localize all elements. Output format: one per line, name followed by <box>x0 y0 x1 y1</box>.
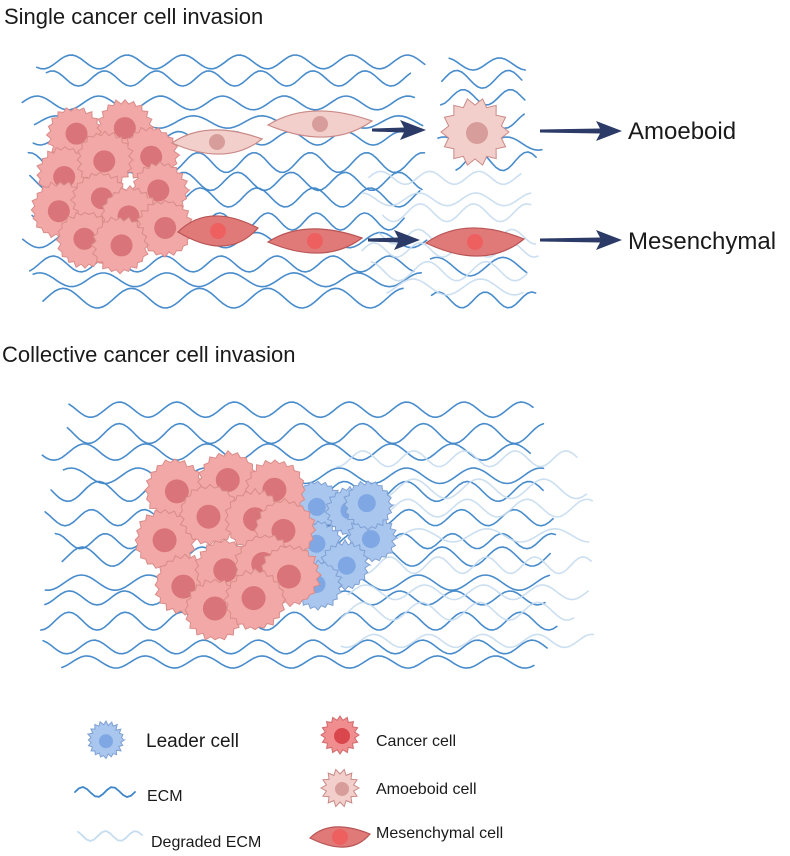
legend-mesenchymal-cell-icon <box>308 826 371 848</box>
ecm-fiber <box>45 70 412 87</box>
cell-nucleus <box>73 227 96 250</box>
cell-nucleus <box>210 223 226 239</box>
cell-nucleus <box>241 586 266 611</box>
cell-nucleus <box>276 564 301 589</box>
cancer-cell <box>178 483 242 547</box>
cell-nucleus <box>93 150 116 173</box>
arrow <box>540 121 622 141</box>
ecm-fiber <box>340 601 575 622</box>
arrow <box>540 230 622 250</box>
amoeboid-transition-cell <box>266 110 374 138</box>
cell-nucleus <box>171 574 196 599</box>
single-invasion-heading: Single cancer cell invasion <box>4 4 264 29</box>
legend-cancer-cell-icon <box>320 715 360 755</box>
legend-leader-cell-icon <box>86 720 127 760</box>
mesenchymal-cell <box>177 215 259 247</box>
ecm-fiber <box>357 478 588 500</box>
ecm-fiber <box>61 655 535 669</box>
ecm-fiber <box>68 401 534 419</box>
legend-amoeboid-cell-label: Amoeboid cell <box>376 781 477 798</box>
ecm-fiber <box>42 639 548 655</box>
cell-nucleus <box>213 558 238 583</box>
legend-icons <box>74 715 371 848</box>
cell-nucleus <box>312 116 328 132</box>
cell-nucleus <box>65 122 88 145</box>
collective-invasion-degraded-ecm <box>335 449 595 649</box>
ecm-fiber <box>41 442 532 462</box>
legend-degraded-ecm-icon <box>77 830 143 842</box>
cell-nucleus <box>307 233 323 249</box>
cell-nucleus <box>154 216 177 239</box>
ecm-fiber <box>368 170 522 186</box>
ecm-fiber <box>32 271 422 288</box>
mesenchymal-cell <box>266 228 364 254</box>
ecm-fiber <box>66 422 545 445</box>
cell-nucleus <box>98 734 113 749</box>
collective-invasion-tumor-cluster <box>134 450 323 641</box>
ecm-fiber <box>42 287 404 309</box>
cell-nucleus <box>147 179 170 202</box>
cell-nucleus <box>337 556 356 575</box>
ecm-fiber <box>361 192 532 207</box>
collective-invasion-heading: Collective cancer cell invasion <box>2 342 296 367</box>
cell-nucleus <box>467 234 483 250</box>
cell-nucleus <box>215 468 240 493</box>
cell-nucleus <box>334 728 350 744</box>
cell-nucleus <box>140 145 163 168</box>
single-invasion-arrows <box>368 120 622 250</box>
single-invasion-migrating-cells <box>170 98 526 257</box>
mesenchymal-cell <box>424 227 526 257</box>
ecm-fiber <box>370 260 529 282</box>
amoeboid-transition-cell <box>170 129 264 155</box>
ecm-fiber <box>347 584 590 601</box>
legend-degraded-ecm-label: Degraded ECM <box>151 834 262 851</box>
legend-ecm-icon <box>74 786 136 798</box>
cell-nucleus <box>164 479 189 504</box>
ecm-fiber <box>441 69 523 90</box>
legend-ecm-label: ECM <box>147 788 183 805</box>
ecm-fiber <box>386 278 524 296</box>
cell-nucleus <box>209 134 225 150</box>
cell-nucleus <box>113 117 136 140</box>
leader-cell <box>343 480 396 531</box>
ecm-fiber <box>62 467 545 485</box>
amoeboid-cell <box>440 98 510 166</box>
legend-amoeboid-cell-icon <box>319 768 361 808</box>
ecm-fiber <box>336 449 578 468</box>
arrow <box>372 120 426 140</box>
cell-nucleus <box>196 504 221 529</box>
cell-nucleus <box>332 829 348 845</box>
cancer-cell <box>90 216 150 275</box>
cell-nucleus <box>357 494 376 513</box>
cancer-cell <box>136 199 196 258</box>
legend-leader-cell-label: Leader cell <box>146 731 239 752</box>
ecm-fiber <box>350 555 592 575</box>
cell-nucleus <box>202 596 227 621</box>
cell-nucleus <box>335 782 349 796</box>
arrow <box>368 230 420 250</box>
cell-nucleus <box>110 234 133 257</box>
ecm-fiber <box>429 256 528 277</box>
mesenchymal-label: Mesenchymal <box>628 228 777 255</box>
cell-nucleus <box>361 530 380 549</box>
ecm-fiber <box>448 57 526 71</box>
legend-mesenchymal-cell-label: Mesenchymal cell <box>376 825 504 842</box>
ecm-fiber <box>381 202 532 223</box>
cell-nucleus <box>271 518 296 543</box>
cell-nucleus <box>307 497 326 516</box>
ecm-fiber <box>40 611 558 631</box>
ecm-fiber <box>430 291 537 309</box>
cell-nucleus <box>466 122 488 144</box>
ecm-fiber <box>36 54 426 70</box>
ecm-fiber <box>340 633 595 649</box>
cell-nucleus <box>47 200 70 223</box>
single-invasion-tumor-cluster <box>30 99 196 275</box>
cell-nucleus <box>152 528 177 553</box>
amoeboid-label: Amoeboid <box>628 118 737 145</box>
ecm-fiber <box>21 95 416 111</box>
cancer-cell <box>222 567 287 631</box>
legend-cancer-cell-label: Cancer cell <box>376 733 457 750</box>
